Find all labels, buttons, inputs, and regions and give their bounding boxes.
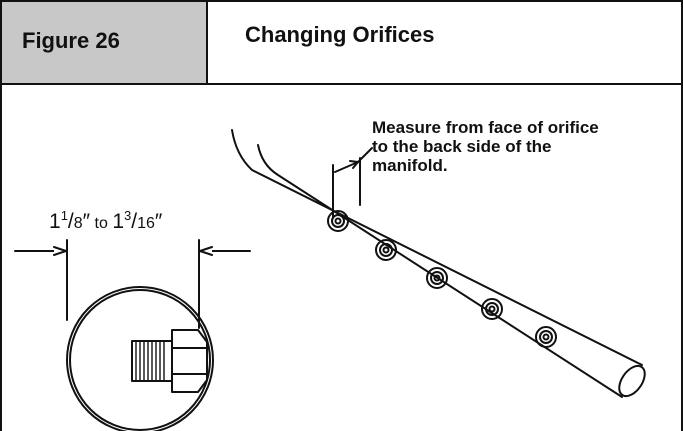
figure-header: Figure 26 Changing Orifices [0, 0, 683, 85]
dim-inch-mark-2: ″ [154, 210, 163, 233]
dimension-label: 11/8″ to 13/16″ [49, 208, 163, 233]
figure-body [0, 83, 683, 431]
orifice-2 [375, 239, 397, 261]
dim-denominator-1: 8 [73, 215, 83, 232]
dimension-arrowhead-right [199, 246, 213, 256]
measurement-note-line-1: Measure from face of orifice [372, 118, 599, 137]
dim-numerator-1: 1 [60, 208, 68, 223]
orifice-4 [481, 298, 503, 320]
manifold-cross-section-outer [66, 286, 214, 431]
measurement-note: Measure from face of orifice to the back… [372, 118, 599, 175]
dim-inch-mark-1: ″ [82, 210, 91, 233]
orifice-hex-nut [171, 329, 208, 393]
orifice-1 [327, 210, 349, 232]
manifold-pipe-top-edge [231, 129, 643, 366]
dim-numerator-2: 3 [124, 208, 132, 223]
measurement-note-line-2: to the back side of the [372, 137, 552, 156]
orifice-3 [426, 267, 448, 289]
figure-number: Figure 26 [22, 28, 120, 53]
measure-arrow-line [334, 161, 359, 173]
dim-separator: to [90, 215, 113, 232]
leader-to-note [357, 147, 373, 163]
measurement-note-line-3: manifold. [372, 156, 448, 175]
manifold-pipe-end [618, 364, 646, 398]
figure-number-cell: Figure 26 [2, 2, 208, 83]
thread-lines [135, 340, 165, 382]
dimension-arrowhead-left [53, 246, 67, 256]
figure-title: Changing Orifices [245, 22, 435, 47]
dim-whole-2: 1 [112, 210, 125, 233]
dim-denominator-2: 16 [137, 215, 155, 232]
orifice-5 [535, 326, 557, 348]
manifold-cross-section-inner [69, 289, 211, 431]
manifold-pipe-bottom-edge [257, 144, 623, 398]
dim-whole-1: 1 [49, 210, 61, 233]
